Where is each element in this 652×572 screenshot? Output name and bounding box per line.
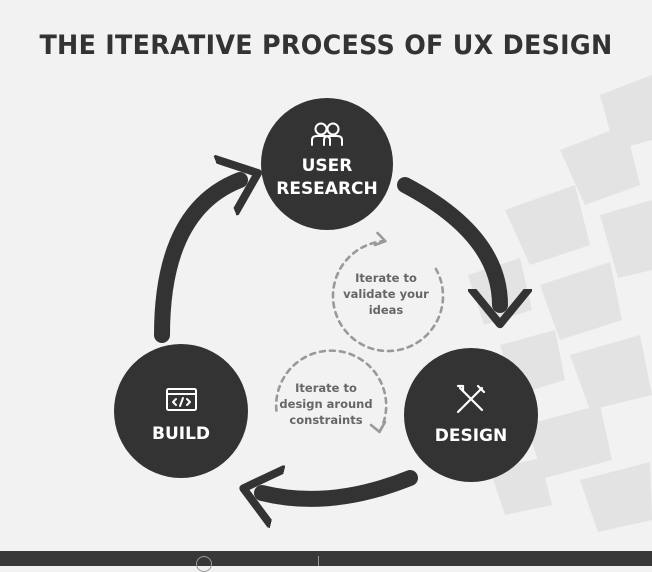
node-build: BUILD (114, 344, 248, 478)
iteration-note-line: Iterate to (295, 381, 357, 395)
iteration-loop-constraints (274, 349, 388, 434)
iteration-note-validate: Iterate to validate your ideas (343, 271, 429, 317)
iteration-note-line: Iterate to (355, 271, 417, 285)
node-label-line: BUILD (152, 424, 210, 444)
node-design: DESIGN (404, 348, 538, 482)
footer-divider (318, 556, 319, 566)
page-title: THE ITERATIVE PROCESS OF UX DESIGN (39, 30, 613, 61)
node-label-line: RESEARCH (276, 179, 378, 199)
arrow-design-to-build (262, 478, 418, 499)
footer-bar (0, 551, 652, 572)
iteration-note-line: design around (279, 397, 372, 411)
arrow-research-to-design (397, 177, 500, 305)
arrow-build-to-research (154, 180, 240, 343)
node-label-line: DESIGN (435, 426, 507, 446)
ux-process-diagram: USER RESEARCH DESIGN (114, 75, 652, 532)
node-user-research: USER RESEARCH (261, 98, 393, 230)
node-label-line: USER (302, 156, 353, 176)
iteration-note-constraints: Iterate to design around constraints (279, 381, 372, 427)
iteration-note-line: constraints (289, 413, 362, 427)
pencil-ruler-icon (456, 384, 486, 414)
logo-icon (196, 556, 212, 572)
iteration-loop-validate (331, 231, 445, 353)
iteration-note-line: validate your (343, 287, 429, 301)
iteration-note-line: ideas (369, 303, 404, 317)
code-window-icon (166, 388, 197, 411)
users-icon (311, 122, 343, 146)
